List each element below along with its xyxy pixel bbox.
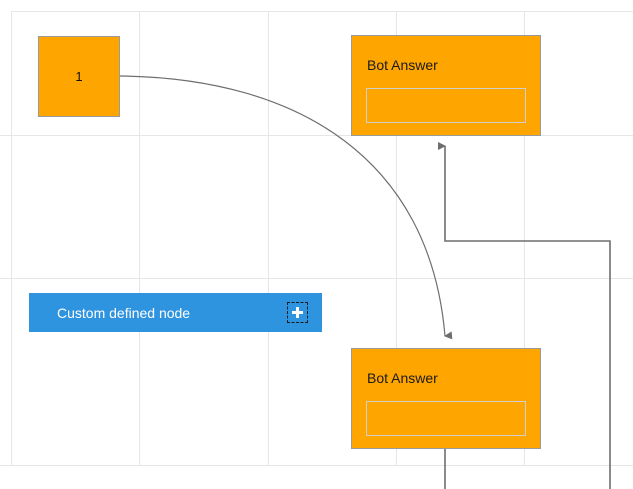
node-square-1[interactable]: 1	[38, 36, 120, 117]
node-field-input[interactable]	[366, 401, 526, 436]
node-bot-answer-bottom[interactable]: Bot Answer	[351, 348, 541, 449]
node-title: Bot Answer	[367, 57, 438, 73]
node-bot-answer-top[interactable]: Bot Answer	[351, 35, 541, 136]
plus-icon[interactable]	[287, 302, 308, 323]
node-title: Bot Answer	[367, 370, 438, 386]
custom-defined-node-label: Custom defined node	[57, 304, 191, 321]
node-square-label: 1	[75, 69, 83, 84]
node-field-input[interactable]	[366, 88, 526, 123]
custom-defined-node-bar[interactable]: Custom defined node	[29, 293, 322, 332]
